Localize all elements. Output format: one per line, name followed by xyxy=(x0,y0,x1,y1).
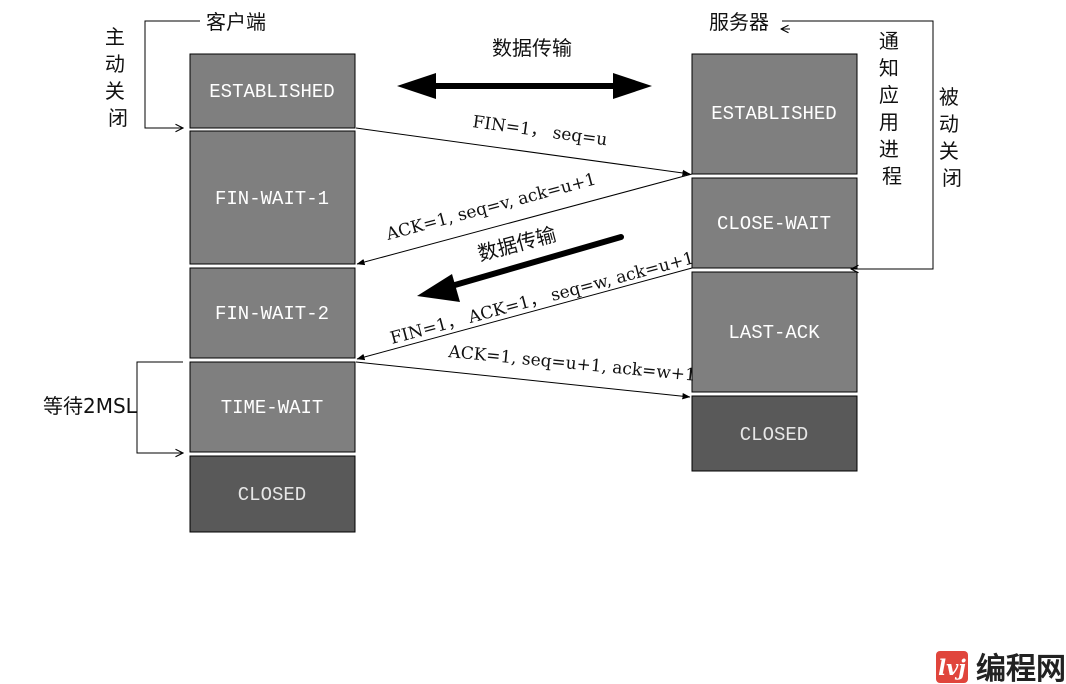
server-state-close-wait-box xyxy=(691,177,858,269)
client-state-established-box xyxy=(189,53,356,129)
client-state-fin-wait-2: FIN-WAIT-2 xyxy=(215,303,329,325)
server-state-closed-box xyxy=(691,395,858,472)
message-fin-ack-label: FIN=1， ACK=1， seq=w, ack=u+1 xyxy=(388,248,696,349)
server-state-last-ack-box xyxy=(691,271,858,393)
server-state-established-box xyxy=(691,53,858,175)
client-state-column: ESTABLISHED FIN-WAIT-1 FIN-WAIT-2 TIME-W… xyxy=(189,53,356,533)
passive-close-label: 被 动 关 闭 xyxy=(939,85,965,190)
active-close-bracket xyxy=(144,20,200,128)
client-state-established: ESTABLISHED xyxy=(209,81,334,103)
logo-badge-glyph-icon: lvj xyxy=(938,655,966,680)
message-ack-arrow xyxy=(356,173,693,266)
client-title: 客户端 xyxy=(206,10,266,34)
client-state-fin-wait-1: FIN-WAIT-1 xyxy=(215,188,329,210)
time-wait-bracket xyxy=(136,361,183,453)
watermark-logo: lvj 编程网 xyxy=(936,651,1066,684)
message-fin-ack-arrow xyxy=(356,267,693,361)
logo-badge-icon xyxy=(936,651,968,683)
message-final-ack-label: ACK=1, seq=u+1, ack=w+1 xyxy=(447,342,697,386)
client-state-fin-wait-2-box xyxy=(189,267,356,359)
message-fin-arrow xyxy=(355,127,691,177)
client-state-time-wait-box xyxy=(189,361,356,453)
passive-close-bracket xyxy=(782,20,934,269)
client-state-fin-wait-1-box xyxy=(189,130,356,265)
active-close-label: 主 动 关 闭 xyxy=(105,25,131,130)
client-state-closed-box xyxy=(189,455,356,533)
client-state-time-wait: TIME-WAIT xyxy=(221,397,324,419)
data-transfer-mid-arrow-shaft xyxy=(445,234,624,290)
data-transfer-top-arrow-right-head xyxy=(613,73,652,99)
time-wait-label: 等待2MSL xyxy=(43,394,138,418)
server-state-last-ack: LAST-ACK xyxy=(728,322,820,344)
data-transfer-top-label: 数据传输 xyxy=(492,36,572,60)
watermark-text: 编程网 xyxy=(976,652,1066,684)
client-state-closed: CLOSED xyxy=(238,484,306,506)
server-state-established: ESTABLISHED xyxy=(711,103,836,125)
server-state-column: ESTABLISHED CLOSE-WAIT LAST-ACK CLOSED xyxy=(691,53,858,472)
data-transfer-mid-arrow-head xyxy=(417,274,460,302)
message-ack-label: ACK=1, seq=v, ack=u+1 xyxy=(383,170,598,246)
server-state-close-wait: CLOSE-WAIT xyxy=(717,213,831,235)
server-title: 服务器 xyxy=(709,10,769,34)
notify-app-label: 通 知 应 用 进 程 xyxy=(879,29,905,188)
server-state-closed: CLOSED xyxy=(740,424,808,446)
message-final-ack-arrow xyxy=(355,361,691,400)
message-fin-label: FIN=1， seq=u xyxy=(471,112,608,150)
data-transfer-top-arrow-left-head xyxy=(397,73,436,99)
